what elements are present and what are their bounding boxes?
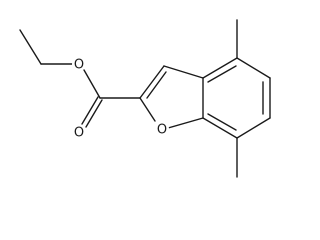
bond-c2-c3 [139,65,165,99]
bond-c3a-c4-inner [207,65,237,83]
bond-c3-c3a [163,65,204,79]
bond-c7-c7a-inner [207,113,237,131]
ester-oxygen-label: O [74,58,84,73]
bond-furan-oxygen-c7a [167,117,204,129]
bond-c2-c3-inner [146,71,167,99]
bond-c7-c7a [202,117,238,139]
bond-carbonyl-double-outer [81,96,99,125]
atom-labels: O O O [72,57,169,141]
bond-ethyl-ch3-ch2 [19,29,42,65]
bond-c3a-c4 [202,57,238,79]
bond-c4-c5 [236,57,271,79]
carbonyl-oxygen-label: O [74,126,84,141]
bonds [19,19,271,178]
bond-ester-oxygen-carbonyl [83,69,101,99]
carbonyl-oxygen-label-background [72,125,86,139]
ethyl-4-7-dimethylbenzofuran-2-carboxylate-structure: O O O [19,19,271,178]
bond-c6-c7 [236,117,271,139]
bond-c2-furan-oxygen [139,97,156,122]
furan-oxygen-label: O [157,123,167,138]
furan-oxygen-label-background [155,122,169,136]
bond-carbonyl-double-inner [85,99,103,128]
ester-oxygen-label-background [72,57,86,71]
